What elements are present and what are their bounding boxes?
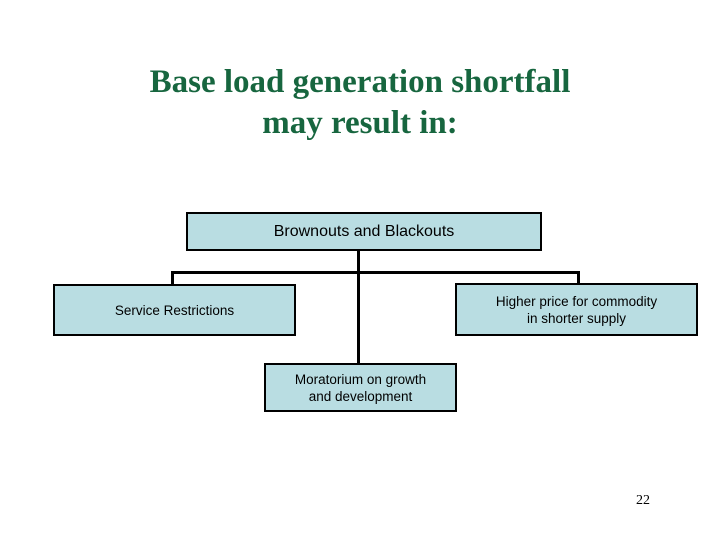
page-title-line-2: may result in:	[262, 105, 458, 141]
node-brownouts-and-blackouts[interactable]: Brownouts and Blackouts	[186, 212, 542, 251]
node-label: Higher price for commodity in shorter su…	[495, 293, 658, 326]
node-label: Moratorium on growth and development	[294, 371, 427, 404]
connector-drop-left	[171, 271, 174, 285]
connector-drop-right	[577, 271, 580, 284]
page-number: 22	[636, 493, 650, 508]
connector-horizontal-bar	[171, 271, 580, 274]
page-title-line-1: Base load generation shortfall	[149, 64, 571, 100]
node-label: Brownouts and Blackouts	[273, 223, 455, 240]
node-label: Service Restrictions	[114, 302, 235, 318]
connector-stem-top	[357, 250, 360, 274]
node-service-restrictions[interactable]: Service Restrictions	[53, 284, 296, 336]
connector-drop-center	[357, 271, 360, 364]
page-title: Base load generation shortfall may resul…	[60, 62, 660, 144]
node-moratorium-on-growth[interactable]: Moratorium on growth and development	[264, 363, 457, 412]
node-higher-price-commodity[interactable]: Higher price for commodity in shorter su…	[455, 283, 698, 336]
